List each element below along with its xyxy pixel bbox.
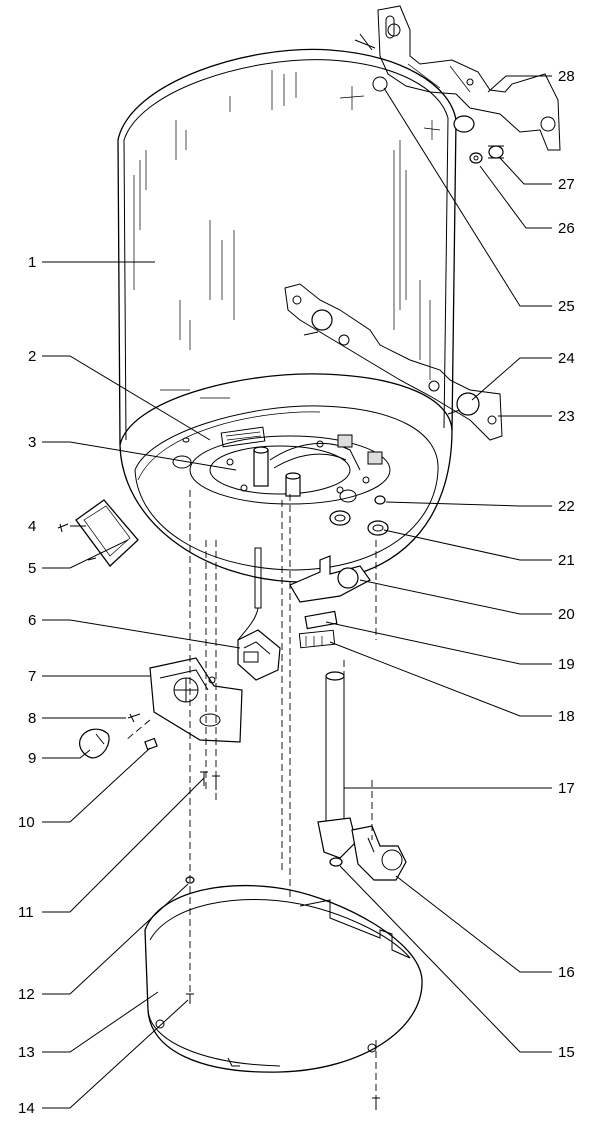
top-wall-bracket: [339, 5, 561, 164]
callout-19: 19: [558, 656, 575, 673]
leader-13: [42, 991, 159, 1053]
heating-flange: [172, 426, 391, 505]
callout-15: 15: [558, 1044, 575, 1061]
callout-12: 12: [18, 986, 35, 1003]
assembly-axes: [125, 490, 377, 1100]
callout-27: 27: [558, 176, 575, 193]
thermostat: [237, 547, 281, 681]
leader-25: [383, 87, 552, 307]
leader-9: [42, 749, 91, 759]
callout-13: 13: [18, 1044, 35, 1061]
callout-1: 1: [28, 254, 36, 271]
callout-17: 17: [558, 780, 575, 797]
leader-28: [487, 75, 552, 93]
inspection-cover-plate: [57, 499, 139, 567]
callout-5: 5: [28, 560, 36, 577]
leader-lines: [42, 75, 552, 1109]
terminal-block: [289, 555, 371, 649]
leader-21: [383, 529, 552, 561]
leader-22: [385, 501, 552, 507]
leader-16: [395, 875, 552, 973]
leader-14: [42, 999, 189, 1109]
elbow-fitting: [351, 825, 407, 881]
leader-5: [42, 539, 129, 569]
callout-11: 11: [18, 904, 34, 921]
callout-28: 28: [558, 68, 575, 85]
callout-26: 26: [558, 220, 575, 237]
leader-18: [329, 641, 552, 717]
leader-2: [42, 355, 211, 441]
callout-7: 7: [28, 668, 36, 685]
callout-18: 18: [558, 708, 575, 725]
callout-22: 22: [558, 498, 575, 515]
callout-25: 25: [558, 298, 575, 315]
bottom-cover: [144, 884, 423, 1073]
leader-20: [359, 579, 552, 615]
leader-19: [325, 621, 552, 665]
leader-3: [42, 441, 237, 471]
callout-4: 4: [28, 518, 36, 535]
cover-screws: [185, 876, 380, 1110]
middle-bracket: [284, 283, 503, 441]
callout-numbers: 1 2 3 4 5 6 7 8 9 10 11 12 13 14 28 27 2…: [18, 68, 575, 1117]
callout-3: 3: [28, 434, 36, 451]
tank-bottom-flange: [119, 373, 453, 583]
callout-16: 16: [558, 964, 575, 981]
leader-12: [42, 883, 189, 995]
heating-element: [317, 671, 357, 867]
leader-6: [42, 619, 241, 649]
tank-body: [117, 48, 457, 446]
leader-10: [42, 747, 151, 823]
callout-10: 10: [18, 814, 35, 831]
leader-27: [499, 157, 552, 185]
callout-24: 24: [558, 350, 575, 367]
callout-14: 14: [18, 1100, 35, 1117]
callout-21: 21: [558, 552, 575, 569]
callout-20: 20: [558, 606, 575, 623]
leader-15: [339, 865, 552, 1053]
control-box: [149, 657, 243, 743]
callout-2: 2: [28, 348, 36, 365]
leader-26: [479, 165, 552, 229]
callout-6: 6: [28, 612, 36, 629]
callout-23: 23: [558, 408, 575, 425]
leader-11: [42, 777, 205, 913]
leader-24: [471, 357, 552, 401]
pipe-fittings: [329, 495, 389, 536]
callout-8: 8: [28, 710, 36, 727]
callout-9: 9: [28, 750, 36, 767]
